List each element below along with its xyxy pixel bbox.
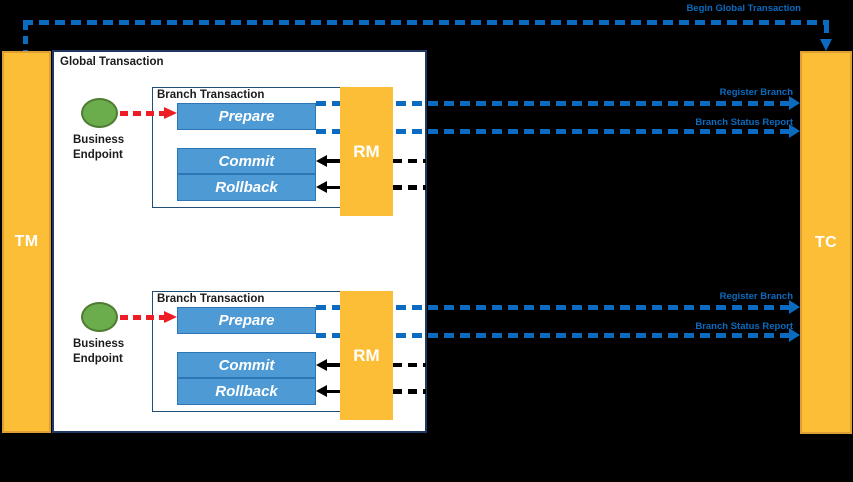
begin-transaction-line-vertical-right (824, 25, 829, 39)
commit-label: Commit (218, 152, 275, 170)
rm-label: RM (353, 141, 380, 161)
rm-label: RM (353, 345, 380, 365)
branch-status-report-arrowhead-icon (789, 328, 800, 342)
register-branch-arrowhead-icon (789, 96, 800, 110)
business-endpoint-line2: Endpoint (73, 148, 123, 161)
resource-manager-box: RM (340, 87, 393, 216)
prepare-label: Prepare (218, 312, 275, 329)
tc-label: TC (814, 233, 838, 251)
invoke-arrowhead-icon (164, 107, 177, 119)
business-endpoint-circle (81, 302, 118, 332)
invoke-arrow-line (120, 315, 164, 320)
prepare-box: Prepare (177, 103, 316, 130)
business-endpoint-label: Business Endpoint (73, 337, 145, 366)
commit-command-line (393, 158, 426, 164)
branch-transaction-title: Branch Transaction (157, 293, 265, 305)
commit-command-line-solid (326, 363, 341, 367)
register-branch-label: Register Branch (719, 291, 793, 302)
rollback-label: Rollback (215, 383, 278, 400)
commit-command-arrowhead-icon (316, 154, 327, 167)
register-branch-line (316, 305, 789, 310)
rollback-command-arrowhead-icon (316, 385, 327, 397)
branch-status-report-label: Branch Status Report (695, 117, 793, 128)
resource-manager-box: RM (340, 291, 393, 420)
commit-command-line-solid (326, 159, 341, 163)
business-endpoint-line1: Business (73, 338, 125, 350)
branch-transaction-unit-2: Branch Transaction Business Endpoint Pre… (0, 291, 853, 431)
rollback-command-line-solid (326, 185, 341, 190)
transaction-coordinator-bar: TC (800, 51, 852, 434)
register-branch-line (316, 101, 789, 106)
invoke-arrowhead-icon (164, 311, 177, 323)
branch-transaction-unit-1: Branch Transaction Business Endpoint Pre… (0, 87, 853, 227)
begin-transaction-arrowhead-icon (820, 39, 832, 51)
invoke-arrow-line (120, 111, 164, 116)
commit-command-line (393, 362, 426, 368)
business-endpoint-line2: Endpoint (73, 352, 123, 365)
prepare-box: Prepare (177, 307, 316, 334)
begin-transaction-line-vertical-left (23, 22, 28, 51)
commit-box: Commit (177, 148, 316, 174)
prepare-label: Prepare (218, 108, 275, 125)
rollback-command-line-solid (326, 389, 341, 394)
commit-box: Commit (177, 352, 316, 378)
rollback-label: Rollback (215, 179, 278, 196)
branch-transaction-title: Branch Transaction (157, 89, 265, 101)
rollback-command-line (393, 389, 426, 394)
register-branch-arrowhead-icon (789, 300, 800, 314)
begin-transaction-label: Begin Global Transaction (686, 3, 801, 14)
rollback-command-arrowhead-icon (316, 181, 327, 193)
transaction-manager-bar: TM (2, 51, 51, 433)
commit-label: Commit (218, 356, 275, 374)
rollback-command-line (393, 185, 426, 190)
commit-command-arrowhead-icon (316, 358, 327, 371)
business-endpoint-line1: Business (73, 134, 125, 146)
branch-status-report-line (316, 333, 789, 338)
business-endpoint-circle (81, 98, 118, 128)
business-endpoint-label: Business Endpoint (73, 133, 145, 162)
branch-status-report-arrowhead-icon (789, 124, 800, 138)
register-branch-label: Register Branch (719, 87, 793, 98)
global-transaction-title: Global Transaction (60, 56, 164, 68)
branch-status-report-line (316, 129, 789, 134)
rollback-box: Rollback (177, 174, 316, 201)
rollback-box: Rollback (177, 378, 316, 405)
branch-status-report-label: Branch Status Report (695, 321, 793, 332)
tm-label: TM (14, 233, 39, 250)
begin-transaction-line-horizontal (23, 20, 829, 25)
